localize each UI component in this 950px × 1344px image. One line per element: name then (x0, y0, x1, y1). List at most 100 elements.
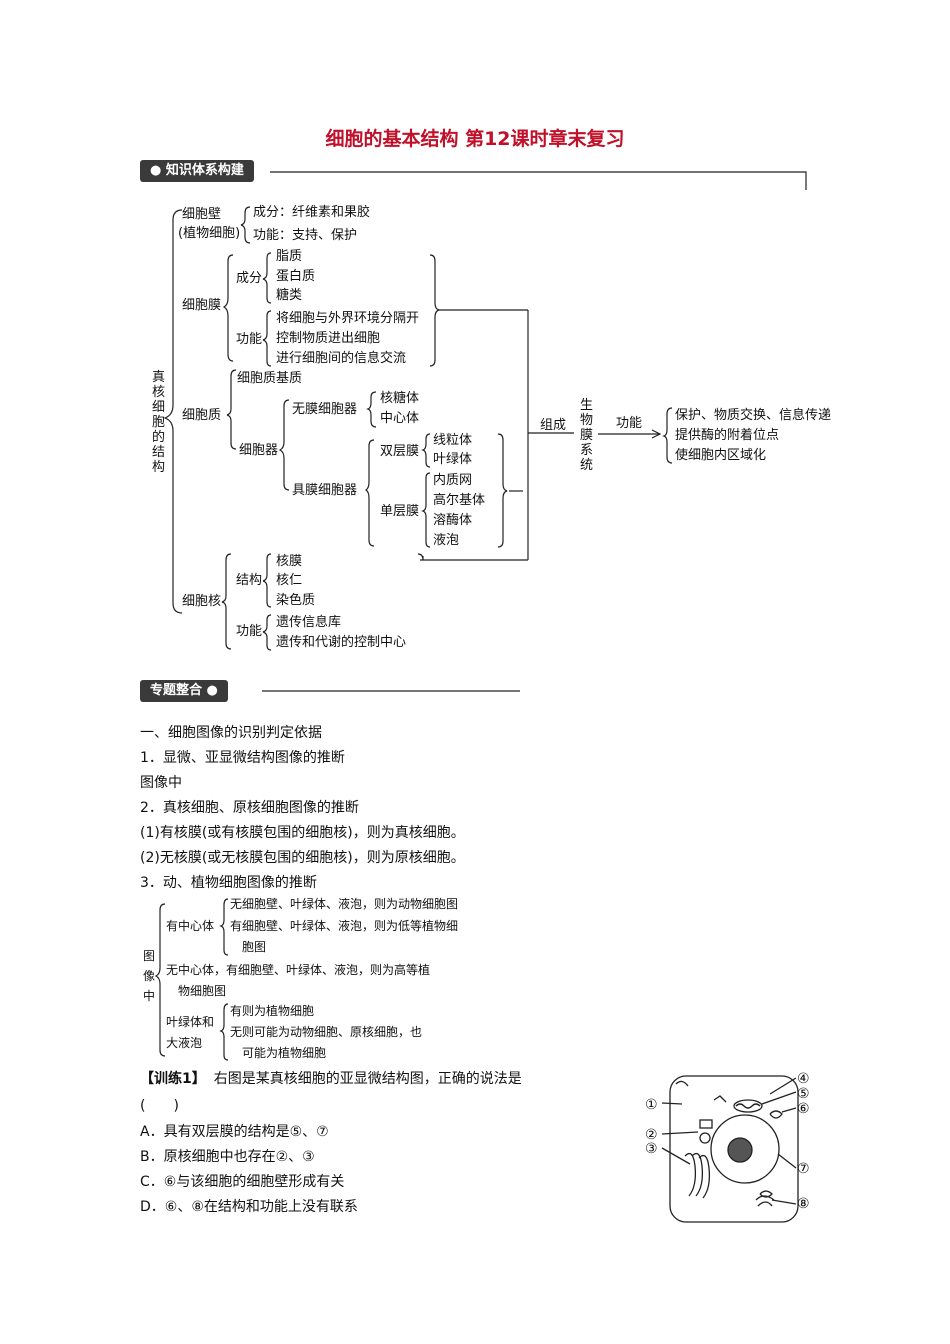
flagellum-shape (675, 1080, 689, 1087)
node-cell-wall: 细胞壁 (182, 207, 222, 222)
centriole-rule-2b: 胞图 (242, 940, 267, 954)
body-line-7: 3．动、植物细胞图像的推断 (140, 875, 317, 891)
label-6: ⑥ (797, 1101, 810, 1117)
leader-7 (777, 1153, 797, 1169)
body-line-2: 1．显微、亚显微结构图像的推断 (140, 750, 345, 766)
option-c: C．⑥与该细胞的细胞壁形成有关 (140, 1174, 345, 1190)
section-knowledge-label: 知识体系构建 (165, 163, 244, 178)
membrane-organelle: 具膜细胞器 (292, 483, 358, 498)
section-knowledge-tab: ● 知识体系构建 (140, 160, 254, 182)
leader-3 (661, 1147, 691, 1165)
label-2: ② (645, 1127, 658, 1143)
option-d: D．⑥、⑧在结构和功能上没有联系 (140, 1199, 358, 1215)
nucleus-func-label: 功能 (236, 624, 263, 639)
wall-function: 功能：支持、保护 (253, 228, 358, 243)
mitochondrion-shape (733, 1099, 763, 1113)
node-cell-wall-sub: (植物细胞) (178, 226, 241, 241)
nucleus-func-1: 遗传信息库 (276, 615, 342, 630)
centrosome-shape (699, 1132, 711, 1144)
double-membrane-label: 双层膜 (380, 444, 420, 459)
has-centriole: 有中心体 (166, 919, 215, 933)
mitochondria: 线粒体 (433, 433, 473, 448)
centrosome: 中心体 (380, 411, 420, 426)
node-nucleus: 细胞核 (182, 594, 222, 609)
system-func-3: 使细胞内区域化 (675, 448, 767, 463)
bullet-icon: ● (150, 163, 162, 178)
centriole-rule-2a: 有细胞壁、叶绿体、液泡，则为低等植物细 (230, 919, 459, 933)
membrane-comp-label: 成分 (236, 271, 263, 286)
label-1: ① (645, 1097, 658, 1113)
nucleus-func-2: 遗传和代谢的控制中心 (276, 635, 407, 650)
centriole-rule-1: 无细胞壁、叶绿体、液泡，则为动物细胞图 (230, 897, 459, 911)
leader-1 (661, 1102, 683, 1105)
membrane-func-2: 控制物质进出细胞 (276, 331, 381, 346)
leader-2 (661, 1131, 699, 1135)
vacuole-shape (769, 1110, 783, 1119)
leader-5 (761, 1091, 797, 1105)
leader-8 (771, 1199, 797, 1205)
page-title: 细胞的基本结构 第12课时章末复习 (325, 128, 625, 150)
single-membrane-label: 单层膜 (380, 504, 420, 519)
tree-root: 真核细胞的结构 (152, 370, 166, 475)
chl-rule-2a: 无则可能为动物细胞、原核细胞，也 (230, 1025, 423, 1039)
golgi: 高尔基体 (433, 493, 486, 508)
nucleus-struct-label: 结构 (236, 573, 263, 588)
nucleolus: 核仁 (276, 573, 303, 588)
nuclear-envelope: 核膜 (276, 554, 303, 569)
system-func-2: 提供酶的附着位点 (675, 428, 780, 443)
body-line-5: (1)有核膜(或有核膜包围的细胞核)，则为真核细胞。 (140, 825, 465, 841)
nucleolus-shape (727, 1137, 753, 1163)
cytoplasm-matrix: 细胞质基质 (237, 371, 303, 386)
section-integration-tab: 专题整合 ● (140, 680, 228, 702)
membrane-comp-3: 糖类 (276, 288, 303, 303)
chloroplast-vacuole-a: 叶绿体和 (166, 1015, 215, 1029)
chart-root: 图像中 (143, 949, 156, 1003)
vesicle-shape (713, 1095, 727, 1103)
organelle-label: 细胞器 (239, 443, 279, 458)
endoplasmic-reticulum: 内质网 (433, 473, 473, 488)
compose-label: 组成 (540, 418, 567, 433)
chl-rule-1: 有则为植物细胞 (230, 1004, 315, 1018)
body-line-1: 一、细胞图像的识别判定依据 (140, 725, 322, 741)
membrane-func-1: 将细胞与外界环境分隔开 (276, 311, 420, 326)
label-7: ⑦ (797, 1161, 810, 1177)
body-line-4: 2．真核细胞、原核细胞图像的推断 (140, 800, 359, 816)
membrane-comp-1: 脂质 (276, 249, 303, 264)
ribosome: 核糖体 (380, 391, 420, 406)
exercise-paren: ( ) (140, 1098, 179, 1114)
option-a: A．具有双层膜的结构是⑤、⑦ (140, 1124, 329, 1140)
label-4: ④ (797, 1071, 810, 1087)
nucleus-shape (710, 1114, 780, 1184)
node-cell-membrane: 细胞膜 (182, 298, 222, 313)
label-3: ③ (645, 1141, 658, 1157)
membrane-func-3: 进行细胞间的信息交流 (276, 351, 407, 366)
golgi-shape (755, 1190, 775, 1207)
no-centriole-b: 物细胞图 (178, 984, 227, 998)
system-func-label: 功能 (616, 416, 643, 431)
section-integration-label: 专题整合 (150, 683, 203, 698)
no-centriole-a: 无中心体，有细胞壁、叶绿体、液泡，则为高等植 (166, 963, 431, 977)
exercise-question: 【训练1】右图是某真核细胞的亚显微结构图，正确的说法是 (140, 1067, 522, 1092)
mitochondrion-cristae (735, 1103, 761, 1109)
biomembrane-system: 生物膜系统 (580, 398, 594, 473)
option-b: B．原核细胞中也存在②、③ (140, 1149, 315, 1165)
wall-composition: 成分：纤维素和果胶 (253, 205, 371, 220)
membrane-comp-2: 蛋白质 (276, 269, 316, 284)
centriole-shape (699, 1119, 713, 1129)
body-line-3: 图像中 (140, 775, 182, 791)
nonmembrane-organelle: 无膜细胞器 (292, 402, 358, 417)
chloroplast-vacuole-b: 大液泡 (166, 1036, 203, 1050)
bullet-icon: ● (206, 683, 218, 698)
cell-outline (669, 1075, 799, 1223)
leader-6 (781, 1107, 797, 1113)
leader-4 (769, 1077, 797, 1095)
vacuole: 液泡 (433, 533, 460, 548)
system-func-1: 保护、物质交换、信息传递 (675, 408, 832, 423)
membrane-func-label: 功能 (236, 332, 263, 347)
exercise-question-text: 右图是某真核细胞的亚显微结构图，正确的说法是 (213, 1071, 522, 1087)
chl-rule-2b: 可能为植物细胞 (242, 1046, 327, 1060)
body-line-6: (2)无核膜(或无核膜包围的细胞核)，则为原核细胞。 (140, 850, 465, 866)
label-8: ⑧ (797, 1196, 810, 1212)
node-cytoplasm: 细胞质 (182, 408, 222, 423)
